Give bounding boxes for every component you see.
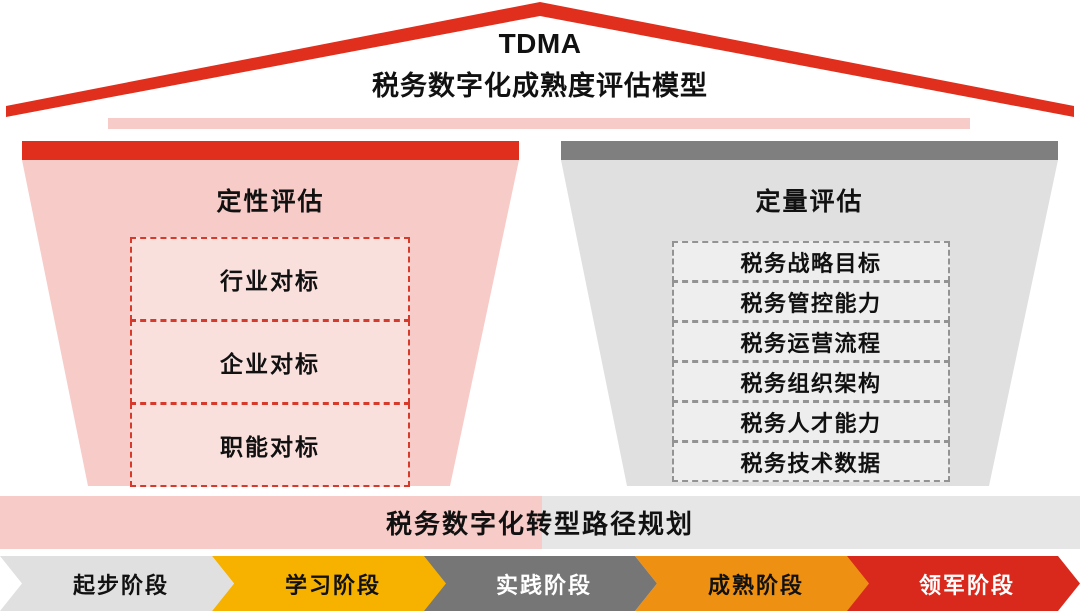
stage-arrow-label: 实践阶段 (495, 572, 592, 598)
quantitative-item[interactable]: 税务运营流程 (672, 321, 950, 362)
stage-arrow[interactable]: 起步阶段 (0, 556, 234, 611)
foundation-bar-left-half (0, 496, 542, 549)
quantitative-item[interactable]: 税务管控能力 (672, 281, 950, 322)
stage-arrow[interactable]: 成熟阶段 (635, 556, 869, 611)
stage-arrow-label: 学习阶段 (284, 572, 381, 598)
qualitative-item[interactable]: 企业对标 (130, 320, 410, 404)
quantitative-item[interactable]: 税务战略目标 (672, 241, 950, 282)
lintel-bar (108, 118, 970, 129)
stage-arrow[interactable]: 领军阶段 (846, 556, 1080, 611)
stage-arrow-row: 起步阶段 学习阶段 实践阶段 成熟阶段 领军阶段 (0, 556, 1080, 611)
quantitative-column-cap (561, 141, 1058, 160)
model-title: 税务数字化成熟度评估模型 (372, 71, 708, 101)
stage-arrow-label: 起步阶段 (72, 572, 169, 598)
model-acronym: TDMA (498, 28, 582, 59)
quantitative-item[interactable]: 税务组织架构 (672, 361, 950, 402)
foundation-label: 税务数字化转型路径规划 (385, 509, 694, 539)
qualitative-column-title: 定性评估 (216, 188, 325, 216)
quantitative-item[interactable]: 税务人才能力 (672, 401, 950, 442)
foundation-bar: 税务数字化转型路径规划 (0, 496, 1080, 549)
stage-arrow[interactable]: 实践阶段 (423, 556, 657, 611)
qualitative-item-list: 行业对标 企业对标 职能对标 (130, 237, 410, 487)
qualitative-column-cap (22, 141, 519, 160)
quantitative-column-title: 定量评估 (755, 188, 864, 216)
stage-arrow-label: 领军阶段 (918, 572, 1015, 598)
qualitative-item[interactable]: 行业对标 (130, 237, 410, 321)
stage-arrow[interactable]: 学习阶段 (212, 556, 446, 611)
stage-arrow-label: 成熟阶段 (707, 572, 804, 598)
qualitative-item[interactable]: 职能对标 (130, 403, 410, 487)
quantitative-item[interactable]: 税务技术数据 (672, 441, 950, 482)
quantitative-item-list: 税务战略目标 税务管控能力 税务运营流程 税务组织架构 税务人才能力 税务技术数… (672, 241, 950, 482)
